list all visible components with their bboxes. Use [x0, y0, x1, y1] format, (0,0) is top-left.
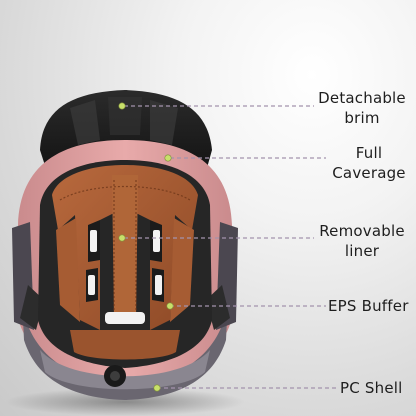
callout-pc-shell-line1: PC Shell	[340, 379, 403, 397]
callout-dot-full	[164, 154, 172, 162]
callout-removable-liner: Removable liner	[314, 221, 410, 261]
callout-dot-pc	[153, 384, 161, 392]
callout-removable-liner-line1: Removable	[319, 222, 405, 240]
callout-dot-eps	[166, 302, 174, 310]
callout-dot-brim	[118, 102, 126, 110]
callout-dot-liner	[118, 234, 126, 242]
callout-eps-buffer-line1: EPS Buffer	[328, 297, 409, 315]
callout-detachable-brim: Detachable brim	[314, 88, 410, 128]
callout-detachable-brim-line2: brim	[344, 109, 380, 127]
callout-eps-buffer: EPS Buffer	[328, 296, 416, 316]
ground-shadow	[5, 388, 245, 416]
callout-pc-shell: PC Shell	[340, 378, 416, 398]
callout-full-caverage-line2: Caverage	[332, 164, 406, 182]
callout-full-caverage-line1: Full	[355, 144, 383, 162]
callout-lines	[124, 105, 336, 389]
callout-removable-liner-line2: liner	[344, 242, 380, 260]
callout-detachable-brim-line1: Detachable	[318, 89, 406, 107]
callout-full-caverage: Full Caverage	[326, 143, 412, 183]
